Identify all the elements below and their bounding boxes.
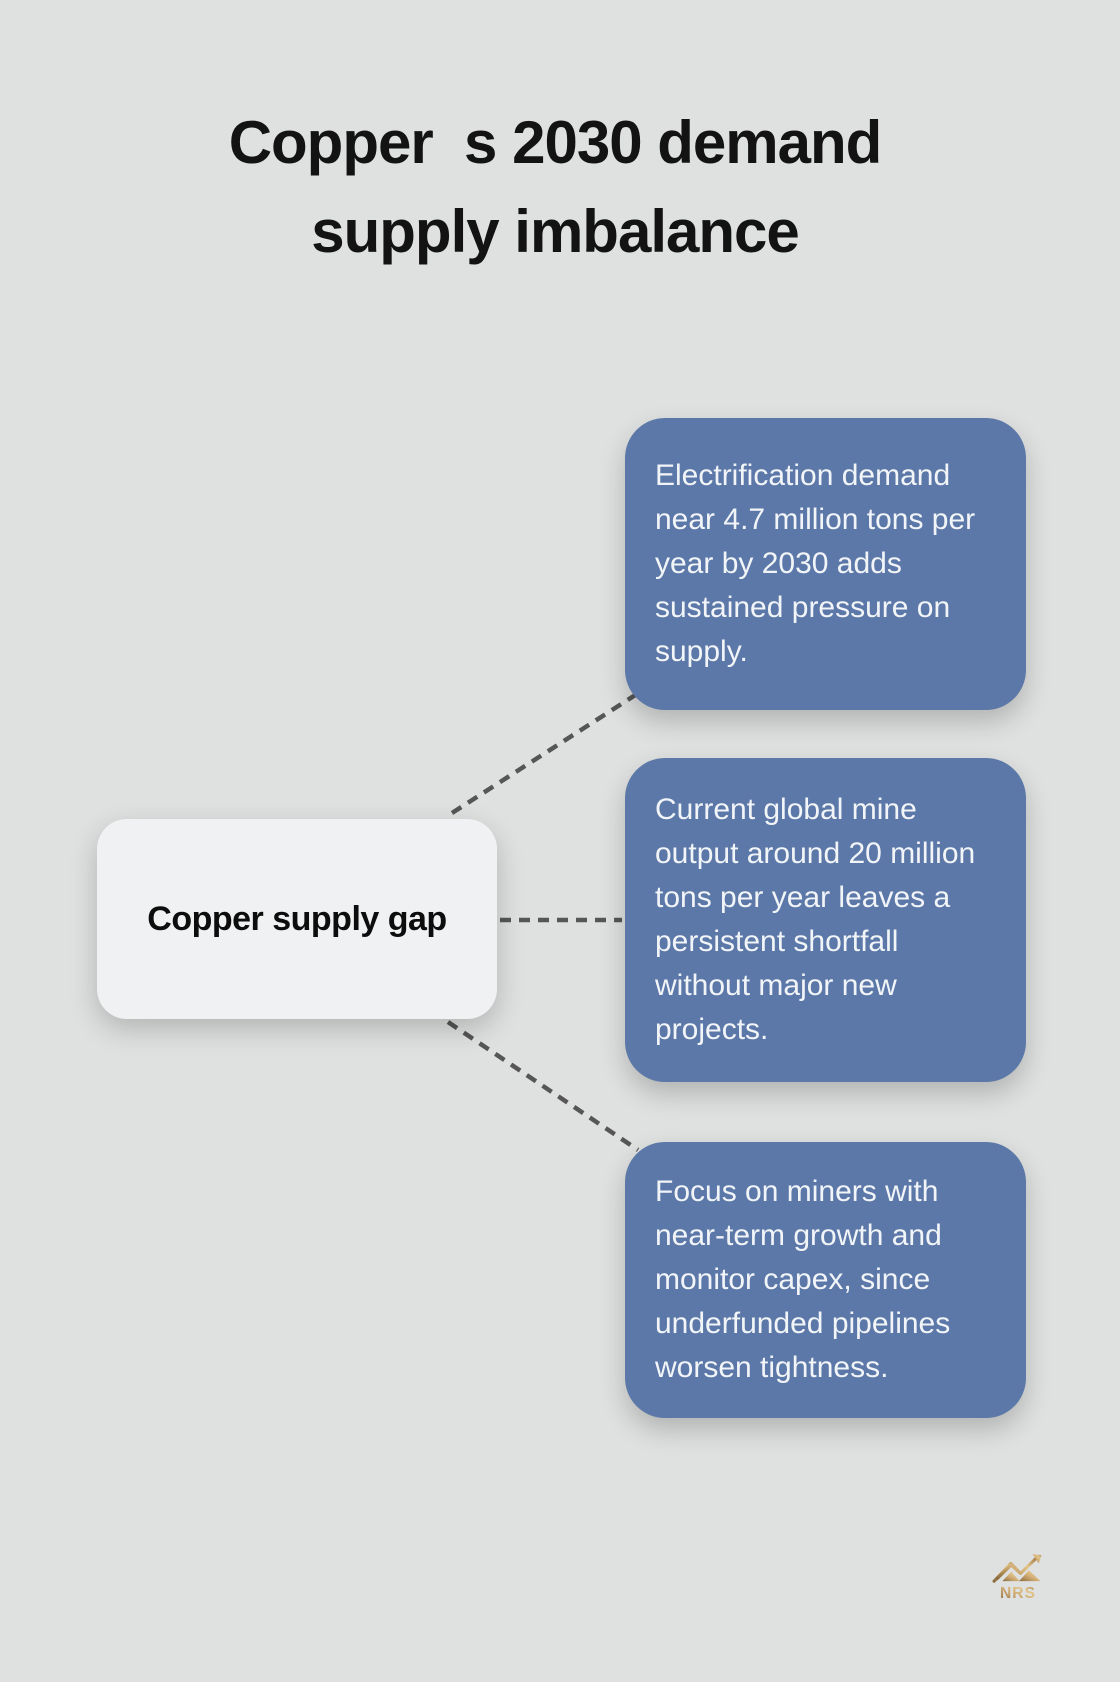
connector-bottom: [446, 1020, 640, 1152]
logo-text: NRS: [1000, 1585, 1036, 1602]
branch-card-miner-focus: Focus on miners with near-term growth an…: [625, 1142, 1026, 1418]
center-node-copper-supply-gap: Copper supply gap: [97, 819, 497, 1019]
page-title-line-1: Copper s 2030 demand: [228, 109, 883, 176]
branch-text: Current global mine output around 20 mil…: [655, 793, 976, 1046]
branch-card-electrification-demand: Electrification demand near 4.7 million …: [625, 418, 1026, 710]
center-node-label: Copper supply gap: [147, 899, 447, 938]
nrs-logo: NRS: [992, 1552, 1044, 1602]
mountain-growth-arrow-icon: NRS: [992, 1554, 1042, 1602]
page-title-line-2: supply imbalance: [311, 198, 800, 265]
connector-top: [450, 690, 642, 815]
branch-card-mine-output: Current global mine output around 20 mil…: [625, 758, 1026, 1082]
branch-text: Electrification demand near 4.7 million …: [655, 459, 976, 668]
page-title: Copper s 2030 demand supply imbalance: [0, 98, 1110, 276]
branch-text: Focus on miners with near-term growth an…: [655, 1175, 951, 1384]
